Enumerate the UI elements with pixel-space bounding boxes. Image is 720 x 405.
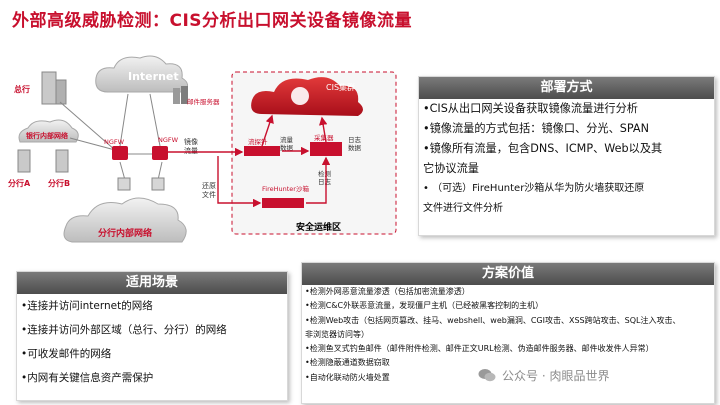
probe-icon [244,146,280,156]
scenarios-heading: 适用场景 [17,272,287,294]
deploy-line: • （可选）FireHunter沙箱从华为防火墙获取还原 [423,183,645,194]
scenario-item: •连接并访问外部区域（总行、分行）的网络 [21,324,227,336]
mirror-traffic-label-1: 镜像 [184,137,198,146]
deploy-line: •CIS从出口网关设备获取镜像流量进行分析 [423,102,638,115]
detect-log-label-1: 检测 [318,169,332,178]
deploy-line: •镜像所有流量，包含DNS、ICMP、Web以及其 [423,142,663,155]
flow-data-label-1: 流量 [280,135,294,144]
firehunter-icon [262,198,304,208]
wechat-icon [478,369,496,382]
deploy-line: 文件进行文件分析 [423,203,503,214]
bank-internal-label: 银行内部网络 [26,131,68,140]
cis-cluster-cloud [251,77,363,116]
network-diagram: Internet 邮件服务器 总行 银行内部网络 分行A 分行B NGFW NG… [8,55,397,243]
scenario-item: •内网有关键信息资产需保护 [21,372,154,384]
deploy-line: •镜像流量的方式包括：镜像口、分光、SPAN [423,122,649,135]
branch-internal-label: 分行内部网络 [98,227,152,239]
collector-icon [310,142,342,156]
flow-data-label-2: 数据 [280,143,294,152]
flow-arrows [168,114,331,208]
ngfw-right-icon [152,146,168,160]
switch-left-icon [117,177,131,191]
value-item: •自动化联动防火墙处置 [305,372,390,382]
page-title: 外部高级威胁检测：CIS分析出口网关设备镜像流量 [12,11,413,31]
bank-internal-cloud [18,119,79,143]
watermark: 公众号 · 肉眼品世界 [478,364,700,386]
ngfw-left-label: NGFW [104,138,125,146]
ngfw-right-label: NGFW [158,136,179,144]
value-item: 非浏览器访问等） [305,329,369,339]
branch-b-icon [55,149,69,173]
internet-cloud: Internet [95,55,188,93]
scenarios-panel: 适用场景 •连接并访问internet的网络 •连接并访问外部区域（总行、分行）… [16,271,288,401]
internet-label: Internet [128,70,179,83]
hq-label: 总行 [14,84,30,94]
firehunter-label: FireHunter沙箱 [262,184,309,193]
value-panel: 方案价值 •检测外网恶意流量渗透（包括加密流量渗透） •检测C&C外联恶意流量，… [301,262,715,404]
mail-server-icon [173,86,188,104]
ngfw-left-icon [112,146,128,160]
deploy-heading: 部署方式 [419,77,714,99]
mirror-traffic-label-2: 流量 [184,146,198,155]
branch-a-label: 分行A [8,178,31,188]
value-heading: 方案价值 [302,263,714,285]
switch-right-icon [151,177,165,191]
collector-label: 采集器 [314,133,334,142]
branch-b-label: 分行B [48,178,70,188]
detect-log-label-2: 日志 [318,177,332,186]
log-data-label-2: 数据 [348,143,362,152]
value-item: •检测外网恶意流量渗透（包括加密流量渗透） [305,287,470,296]
mail-server-label: 邮件服务器 [187,97,220,106]
deploy-panel: 部署方式 •CIS从出口网关设备获取镜像流量进行分析 •镜像流量的方式包括：镜像… [418,76,715,236]
branch-internal-cloud [63,197,187,243]
value-item: •检测Web攻击（包括网页篡改、挂马、webshell、web漏洞、CGI攻击、… [305,315,681,325]
cis-cluster-label: CIS集群 [326,82,355,92]
hq-building-icon [41,71,67,105]
value-item: •检测C&C外联恶意流量，发现僵尸主机（已经被黑客控制的主机） [305,301,544,311]
restore-file-label-1: 还原 [202,182,216,190]
value-item: •检测隐蔽通道数据窃取 [305,358,390,368]
restore-file-label-2: 文件 [202,190,216,199]
scenario-item: •可收发邮件的网络 [21,348,112,360]
log-data-label-1: 日志 [348,135,362,144]
value-item: •检测鱼叉式钓鱼邮件（邮件附件检测、邮件正文URL检测、伪造邮件服务器、邮件收发… [305,344,654,354]
network-links [59,93,163,181]
branch-a-icon [17,149,31,173]
deploy-line: 它协议流量 [423,162,479,175]
security-ops-label: 安全运维区 [296,221,341,233]
probe-label: 流探针 [248,137,268,146]
watermark-text: 公众号 · 肉眼品世界 [502,368,610,383]
scenario-item: •连接并访问internet的网络 [21,300,153,312]
